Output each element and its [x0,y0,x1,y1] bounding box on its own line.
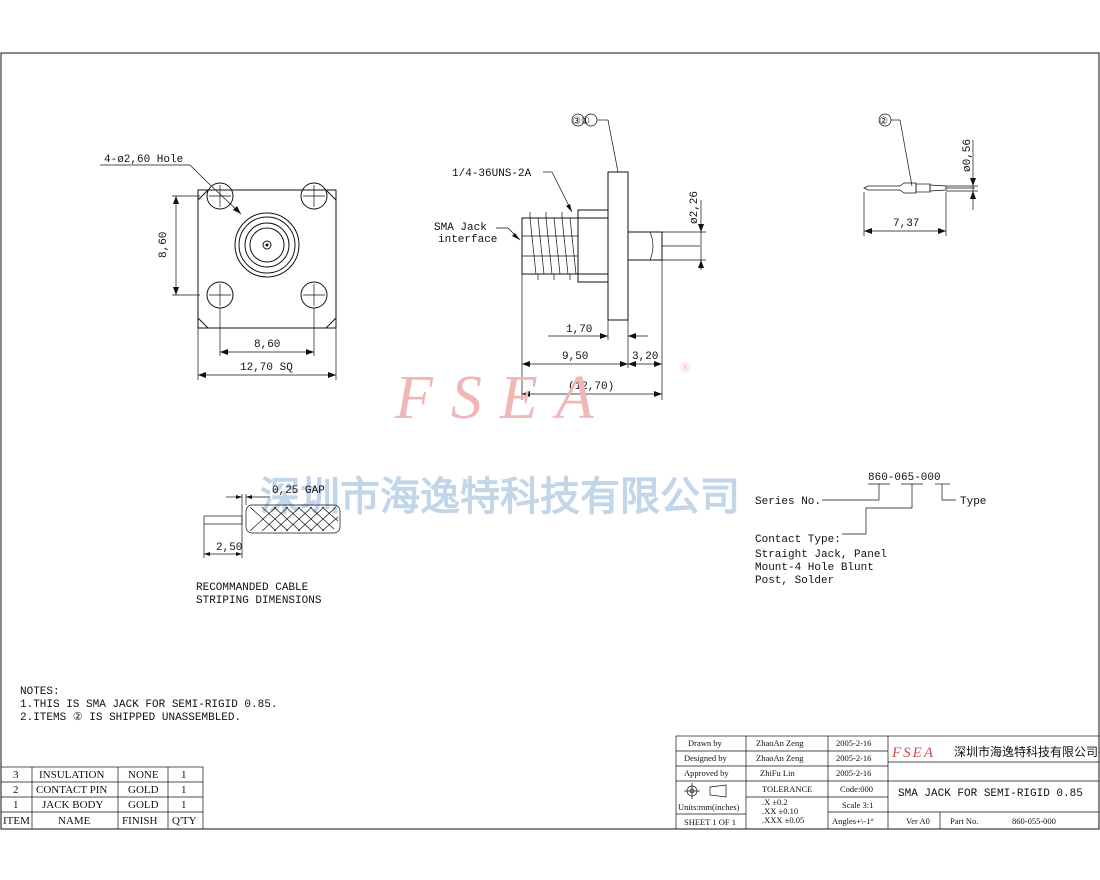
flange-outline [197,189,337,329]
dim-flange: 1,70 [566,324,592,336]
bom-row-item: 3 [13,769,19,781]
cable-caption-2: STRIPING DIMENSIONS [196,595,322,607]
pin-callout: ② [879,116,888,127]
designed-date: 2005-2-16 [836,753,871,763]
cable-view: 0,25 GAP 2,50 RECOMMANDED CABLE STRIPING… [196,485,341,607]
pin-dim-diameter: ø0,56 [962,139,974,172]
notes: NOTES: 1.THIS IS SMA JACK FOR SEMI-RIGID… [20,686,277,724]
bom-row-qty: 1 [181,769,187,781]
contact-type-1: Straight Jack, Panel [755,549,887,561]
bom-row-finish: GOLD [128,784,159,796]
center-conductor [203,515,243,525]
mount-hole [300,182,328,210]
sheet: SHEET 1 OF 1 [684,817,736,827]
company-name: 深圳市海逸特科技有限公司 [954,744,1098,759]
contact-type-2: Mount-4 Hole Blunt [755,562,874,574]
pin-dim-length: 7,37 [893,218,919,230]
hole-label: 4-ø2,60 Hole [104,154,183,166]
designed-name: ZhaoAn Zeng [756,753,804,763]
type-label: Type [960,496,986,508]
bom-row-finish: NONE [128,769,159,781]
note-2: 2.ITEMS ② IS SHIPPED UNASSEMBLED. [20,711,241,724]
cable-caption-1: RECOMMANDED CABLE [196,582,309,594]
dim-side-diameter: ø2,26 [689,191,701,224]
front-view: 4-ø2,60 Hole 8,60 8,60 12,70 SQ [100,154,337,380]
company-logo: FSEA [891,745,935,761]
thread-label: 1/4-36UNS-2A [452,168,532,180]
gap-label: 0,25 GAP [272,485,325,497]
body-outer [234,212,300,278]
bom-row-name: INSULATION [39,769,104,781]
tol-xxx: .XXX ±0.05 [762,815,804,825]
approved-name: ZhiFu Lin [760,768,795,778]
drawn-name: ZhaoAn Zeng [756,738,804,748]
drawn-date: 2005-2-16 [836,738,871,748]
angles: Angles+\-1° [832,816,874,826]
bom-row-qty: 1 [181,799,187,811]
dim-overall: 12,70 SQ [240,362,293,374]
watermark-registered: ® [680,361,691,376]
bom-header-qty: Q'TY [172,815,197,827]
dim-body: 9,50 [562,351,588,363]
contact-type-3: Post, Solder [755,575,834,587]
dim-height: 8,60 [158,232,170,258]
approved-label: Approved by [684,768,729,778]
callout-parts: ③① [572,116,590,127]
tolerance-label: TOLERANCE [762,784,812,794]
tol-xx: .XX ±0.10 [762,806,798,816]
series-code: 860-065-000 [868,472,941,484]
bom-header-item: ITEM [3,815,30,827]
pin-view: ② ø0,56 7,37 [863,113,978,236]
dim-pin: 3,20 [632,351,658,363]
flange-side [607,171,629,321]
bom-header-finish: FINISH [122,815,158,827]
rear-tube [627,231,663,261]
drawn-label: Drawn by [688,738,723,748]
title-block: Drawn by ZhaoAn Zeng 2005-2-16 Designed … [675,735,1100,830]
bom-row-item: 1 [13,799,19,811]
dim-total: (12,70) [568,381,614,393]
projection-symbol-icon [684,783,727,799]
bom-header-name: NAME [58,815,91,827]
bom-row-name: JACK BODY [42,799,103,811]
contact-type-label: Contact Type: [755,534,841,546]
center-pin [262,240,272,250]
part-label: Part No. [950,816,978,826]
units: Units:mm(inches) [678,802,740,812]
series-breakdown: 860-065-000 Series No. Type Contact Type… [755,472,986,587]
note-1: 1.THIS IS SMA JACK FOR SEMI-RIGID 0.85. [20,699,277,711]
scale: Scale 3:1 [842,800,873,810]
side-view: ③① 1/4-36UNS-2A SMA Jack interface ø2,26… [434,113,706,400]
bom-row-name: CONTACT PIN [36,784,107,796]
interface-label-2: interface [438,234,497,246]
mount-hole [206,182,234,210]
dim-strip: 2,50 [216,542,242,554]
bom-row-finish: GOLD [128,799,159,811]
interface-label-1: SMA Jack [434,222,487,234]
code: Code:000 [840,784,873,794]
sheet-border [0,52,1100,830]
cable-jacket [245,504,341,534]
approved-date: 2005-2-16 [836,768,871,778]
bom-row-item: 2 [13,784,19,796]
watermark-company: 深圳市海逸特科技有限公司 [260,474,740,520]
drawing-title: SMA JACK FOR SEMI-RIGID 0.85 [898,788,1083,800]
notes-title: NOTES: [20,686,60,698]
contact-pin [863,182,917,194]
watermark-brand: FSEA [394,364,612,432]
tol-x: .X ±0.2 [762,797,788,807]
bom-table: 3 INSULATION NONE 1 2 CONTACT PIN GOLD 1… [0,766,204,830]
part-no: 860-055-000 [1012,816,1056,826]
designed-label: Designed by [684,753,727,763]
series-label: Series No. [755,496,821,508]
bom-row-qty: 1 [181,784,187,796]
version: Ver A0 [906,816,930,826]
dim-width: 8,60 [254,339,280,351]
